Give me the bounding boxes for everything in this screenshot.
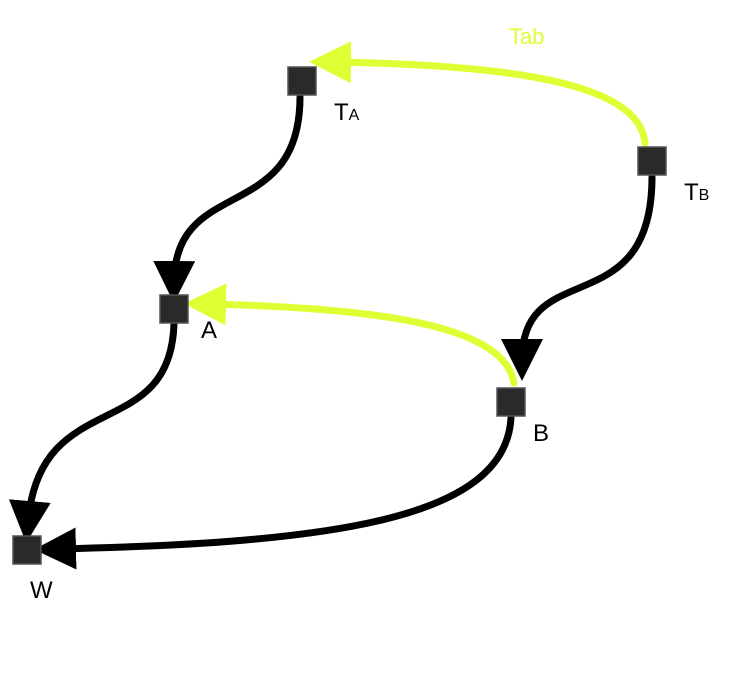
node-a[interactable] xyxy=(159,294,189,324)
edge-label-tab: Tab xyxy=(509,24,544,49)
node-label-w: W xyxy=(30,577,53,604)
node-label-tb: TB xyxy=(684,179,709,206)
edge-b-to-w xyxy=(34,414,515,570)
edge-ta-to-a xyxy=(153,93,304,303)
node-tb[interactable] xyxy=(637,146,667,176)
node-label-b: B xyxy=(533,420,549,447)
node-label-a: A xyxy=(201,317,217,344)
edge-b-to-a xyxy=(184,283,518,387)
edge-a-to-w xyxy=(8,320,178,543)
node-ta[interactable] xyxy=(287,66,317,96)
node-b[interactable] xyxy=(496,387,526,417)
edge-tb-to-ta xyxy=(309,41,649,147)
edge-tb-to-b xyxy=(501,173,656,381)
node-w[interactable] xyxy=(12,535,42,565)
node-label-ta: TA xyxy=(334,99,360,126)
